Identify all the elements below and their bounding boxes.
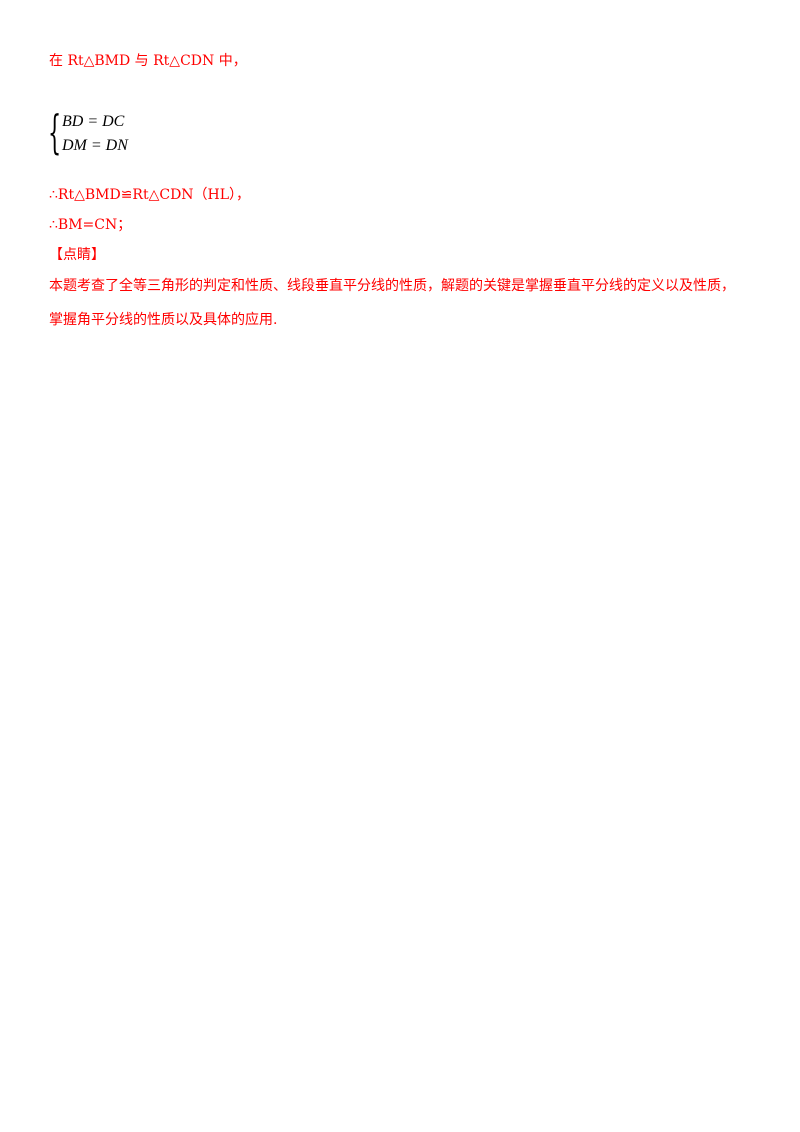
intro-text: 在 Rt△BMD 与 Rt△CDN 中， — [49, 53, 247, 69]
comment-line-1: 本题考查了全等三角形的判定和性质、线段垂直平分线的性质，解题的关键是掌握垂直平分… — [49, 278, 735, 294]
equation-system: { BD = DC DM = DN — [48, 105, 128, 159]
section-heading: 【点睛】 — [49, 247, 105, 263]
equation-lines: BD = DC DM = DN — [62, 113, 128, 154]
bm-cn-conclusion: ∴BM=CN； — [49, 217, 132, 233]
equation-bd-dc: BD = DC — [62, 113, 125, 131]
comment-line-2: 掌握角平分线的性质以及具体的应用. — [49, 312, 278, 328]
equation-dm-dn: DM = DN — [62, 137, 128, 154]
congruence-conclusion: ∴Rt△BMD≌Rt△CDN（HL）， — [49, 187, 251, 203]
left-brace: { — [48, 105, 62, 159]
